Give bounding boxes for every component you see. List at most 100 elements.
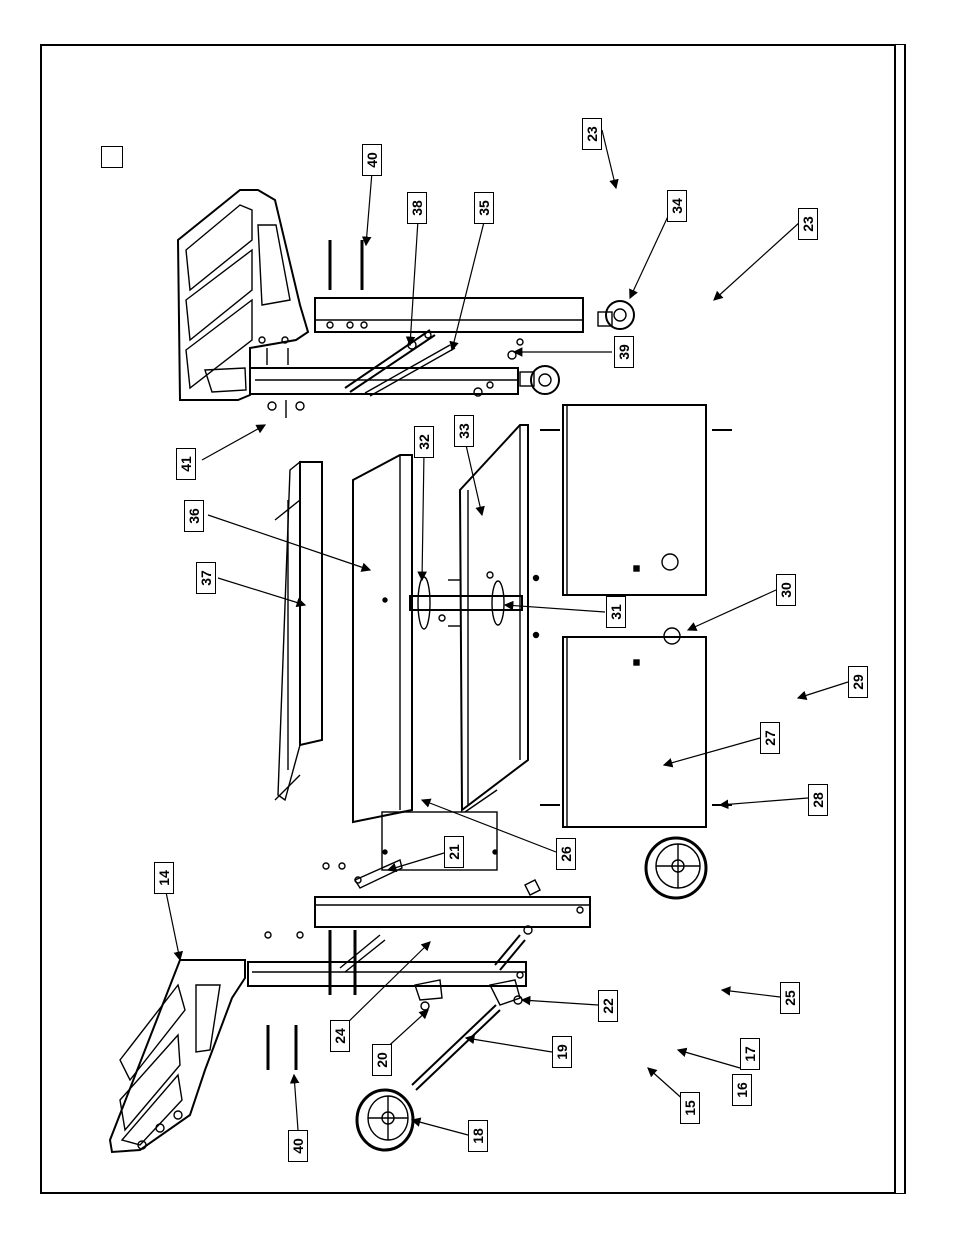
callout-label: 27 bbox=[761, 730, 778, 746]
leader-28 bbox=[718, 797, 809, 810]
leader-26 bbox=[420, 798, 557, 853]
callout-40: 40 bbox=[288, 1130, 308, 1162]
leader-21 bbox=[386, 852, 445, 873]
leader-30 bbox=[686, 589, 777, 631]
leader-24 bbox=[339, 941, 431, 1031]
callout-41: 41 bbox=[176, 448, 196, 480]
callout-26: 26 bbox=[556, 838, 576, 870]
callout-label: 22 bbox=[599, 998, 616, 1014]
side-shelf-upper bbox=[176, 189, 310, 401]
callout-19: 19 bbox=[552, 1036, 572, 1068]
door-lower-right bbox=[540, 627, 732, 828]
leader-16 bbox=[676, 1047, 741, 1069]
callout-39: 39 bbox=[614, 336, 634, 368]
wheel-18 bbox=[355, 1088, 415, 1152]
callout-label: 18 bbox=[469, 1128, 486, 1144]
callout-label: 32 bbox=[415, 434, 432, 450]
callout-label: 24 bbox=[331, 1028, 348, 1044]
lower-frame-beams bbox=[247, 859, 591, 995]
leader-34 bbox=[629, 211, 671, 300]
callout-31: 31 bbox=[606, 596, 626, 628]
callout-23: 23 bbox=[798, 208, 818, 240]
callout-label: 23 bbox=[583, 126, 600, 142]
axle-assembly bbox=[409, 571, 523, 630]
callout-28: 28 bbox=[808, 784, 828, 816]
callout-23: 23 bbox=[582, 118, 602, 150]
callout-34: 34 bbox=[667, 190, 687, 222]
callout-25: 25 bbox=[780, 982, 800, 1014]
callout-label: 26 bbox=[557, 846, 574, 862]
shelf-panel-36 bbox=[352, 454, 413, 824]
leader-25 bbox=[720, 986, 781, 998]
callout-20: 20 bbox=[372, 1044, 392, 1076]
axle-rod-19 bbox=[411, 1004, 501, 1091]
leader-38 bbox=[405, 219, 419, 347]
leader-29 bbox=[796, 681, 849, 701]
page-border-outer bbox=[40, 44, 896, 1194]
callout-label: 38 bbox=[408, 200, 425, 216]
leader-40a bbox=[361, 171, 373, 247]
callout-label: 40 bbox=[363, 152, 380, 168]
leader-40b bbox=[289, 1073, 300, 1131]
callout-label: 31 bbox=[607, 604, 624, 620]
callout-35: 35 bbox=[474, 192, 494, 224]
leader-22 bbox=[520, 995, 599, 1006]
leader-23b bbox=[713, 221, 801, 301]
side-shelf-lower bbox=[108, 959, 298, 1154]
callout-14: 14 bbox=[154, 862, 174, 894]
callout-label: 33 bbox=[455, 423, 472, 439]
door-upper-right bbox=[540, 404, 732, 596]
callout-label: 20 bbox=[373, 1052, 390, 1068]
callout-label: 17 bbox=[741, 1046, 758, 1062]
blank-checkbox-square bbox=[101, 146, 123, 168]
leader-41 bbox=[201, 424, 267, 461]
leader-37 bbox=[217, 577, 307, 608]
leader-23a bbox=[601, 129, 619, 190]
callout-label: 30 bbox=[777, 582, 794, 598]
callout-36: 36 bbox=[184, 500, 204, 532]
callout-22: 22 bbox=[598, 990, 618, 1022]
callout-label: 37 bbox=[197, 570, 214, 586]
callout-29: 29 bbox=[848, 666, 868, 698]
callout-15: 15 bbox=[680, 1092, 700, 1124]
callout-label: 21 bbox=[445, 844, 462, 860]
leader-31 bbox=[503, 600, 606, 613]
callout-30: 30 bbox=[776, 574, 796, 606]
caster-wheels-top bbox=[473, 300, 635, 397]
callout-16: 16 bbox=[732, 1074, 752, 1106]
callout-40: 40 bbox=[362, 144, 382, 176]
callout-32: 32 bbox=[414, 426, 434, 458]
leader-lines bbox=[165, 129, 849, 1136]
callout-label: 35 bbox=[475, 200, 492, 216]
callout-27: 27 bbox=[760, 722, 780, 754]
callout-label: 40 bbox=[289, 1138, 306, 1154]
callout-18: 18 bbox=[468, 1120, 488, 1152]
callout-21: 21 bbox=[444, 836, 464, 868]
callout-label: 34 bbox=[668, 198, 685, 214]
callout-label: 25 bbox=[781, 990, 798, 1006]
callout-38: 38 bbox=[407, 192, 427, 224]
rear-panel-37 bbox=[274, 460, 323, 802]
top-frame-beams bbox=[249, 240, 584, 418]
leader-27 bbox=[662, 737, 761, 768]
bottom-shelf-33 bbox=[458, 424, 540, 813]
leader-33 bbox=[465, 444, 485, 517]
callout-label: 28 bbox=[809, 792, 826, 808]
leader-36 bbox=[207, 514, 372, 572]
callout-label: 16 bbox=[733, 1082, 750, 1098]
callout-label: 15 bbox=[681, 1100, 698, 1116]
wheel-lower-right bbox=[644, 836, 708, 900]
callout-label: 23 bbox=[799, 216, 816, 232]
page-border-right-strip bbox=[892, 44, 906, 1194]
leader-19 bbox=[464, 1034, 553, 1053]
bracket-hardware bbox=[414, 979, 523, 1011]
callout-label: 14 bbox=[155, 870, 172, 886]
callout-label: 41 bbox=[177, 456, 194, 472]
callout-label: 39 bbox=[615, 344, 632, 360]
leader-35 bbox=[449, 221, 485, 352]
callout-label: 19 bbox=[553, 1044, 570, 1060]
callout-label: 29 bbox=[849, 674, 866, 690]
leader-15 bbox=[647, 1067, 687, 1103]
leader-32 bbox=[417, 451, 427, 582]
